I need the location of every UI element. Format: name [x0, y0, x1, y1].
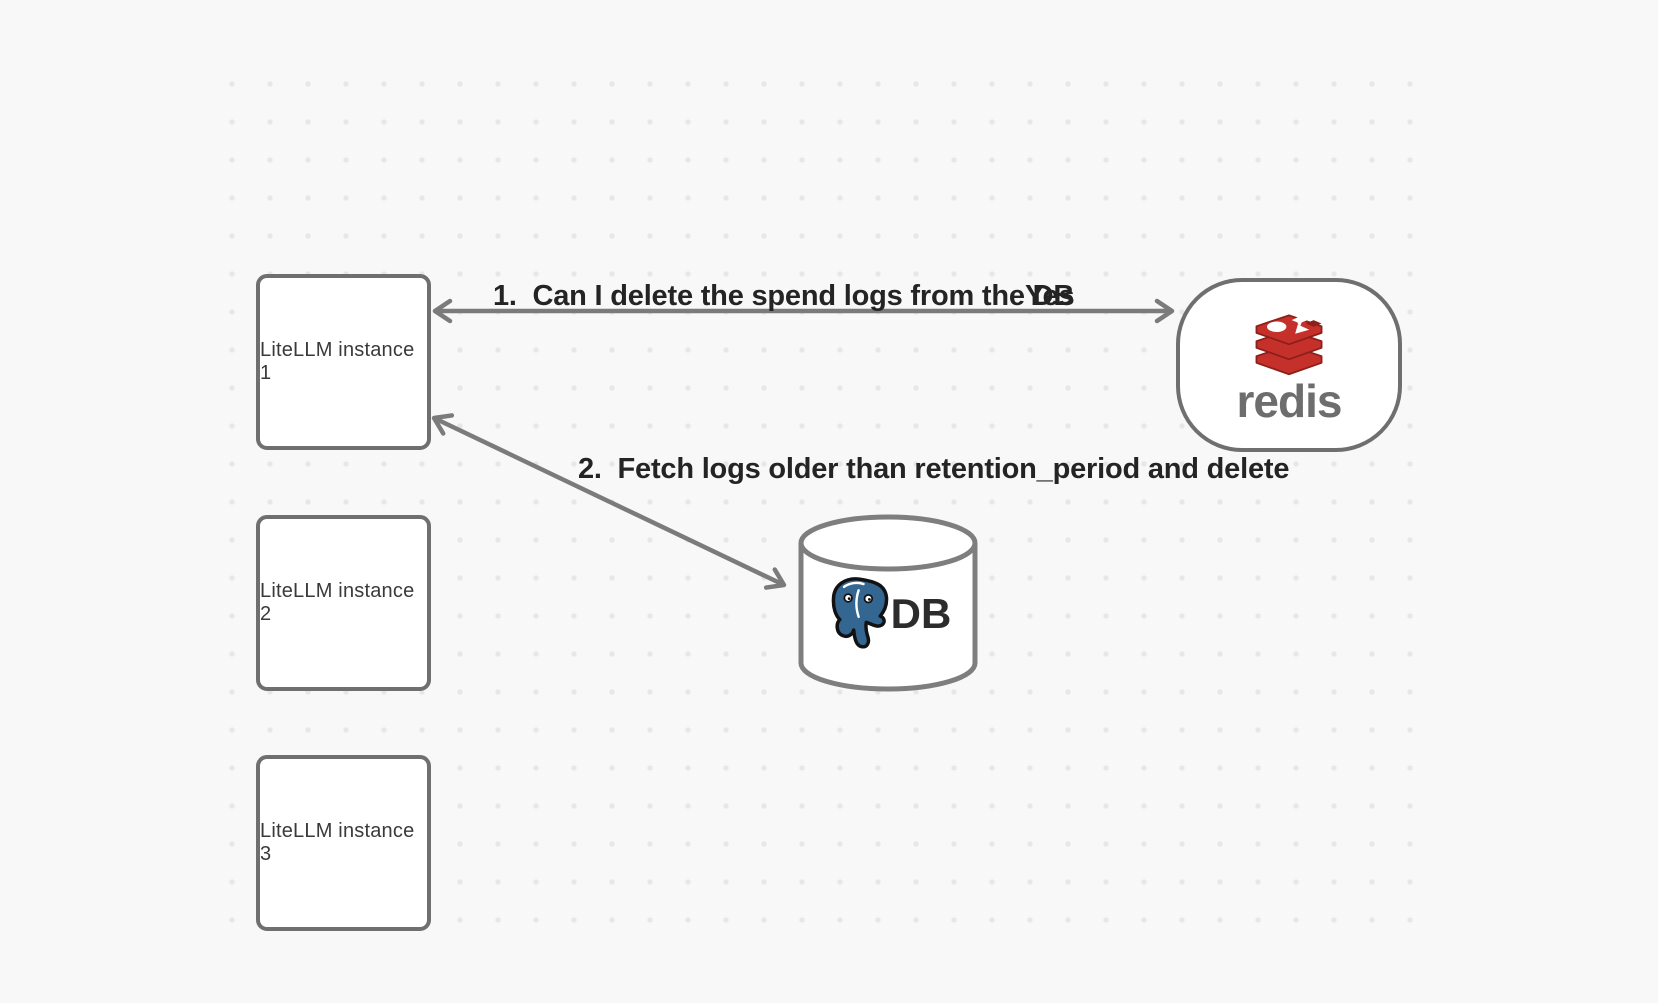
edge2-label: 2. Fetch logs older than retention_perio… — [578, 453, 1290, 485]
redis-logo-icon — [1255, 311, 1323, 376]
node-litellm-instance-2: LiteLLM instance 2 — [256, 515, 431, 691]
node-litellm-instance-1: LiteLLM instance 1 — [256, 274, 431, 450]
db-label: DB — [890, 590, 952, 637]
node-database: DB — [796, 513, 980, 695]
postgresql-elephant-icon — [831, 577, 888, 649]
database-content: DB — [810, 575, 966, 653]
node-litellm-instance-3-label: LiteLLM instance 3 — [260, 820, 415, 865]
edge-db-instance1-arrow — [431, 413, 787, 590]
node-litellm-instance-3: LiteLLM instance 3 — [256, 755, 431, 931]
edge1-response-label: Yes — [1025, 280, 1075, 312]
redis-wordmark: redis — [1236, 375, 1343, 427]
node-litellm-instance-2-label: LiteLLM instance 2 — [260, 580, 415, 625]
edge1-label: 1. Can I delete the spend logs from the … — [493, 280, 1075, 312]
node-redis: redis — [1176, 278, 1402, 452]
node-litellm-instance-1-label: LiteLLM instance 1 — [260, 339, 415, 384]
